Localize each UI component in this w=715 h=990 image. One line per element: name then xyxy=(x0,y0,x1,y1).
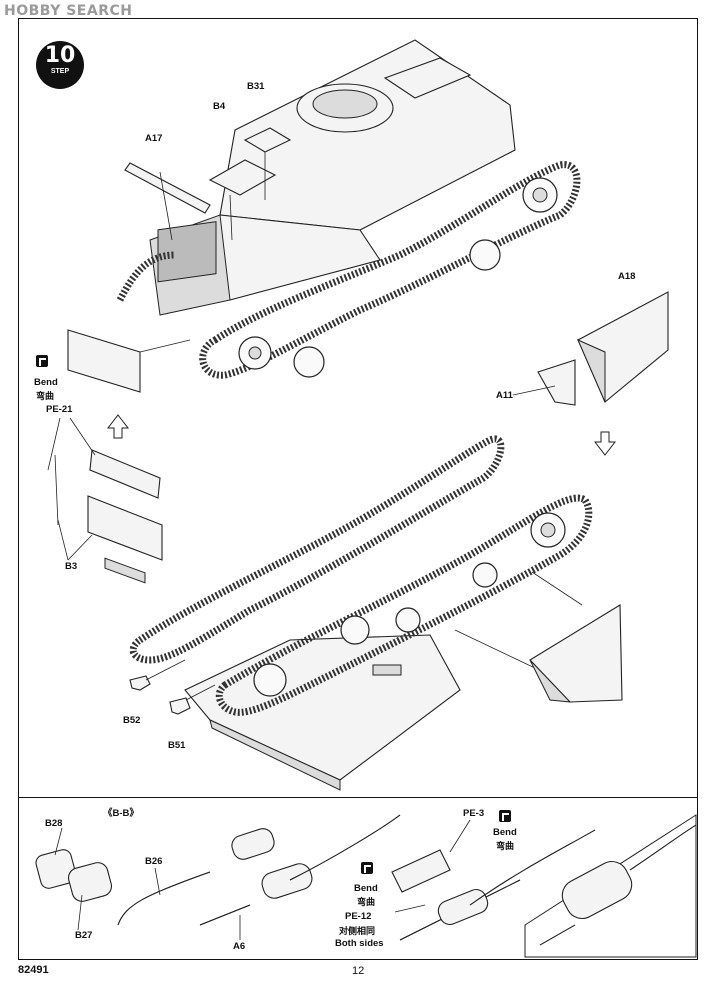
label-a11: A11 xyxy=(496,390,513,401)
label-bend-cn-right: 弯曲 xyxy=(496,841,515,851)
down-arrow xyxy=(593,431,617,456)
product-code: 82491 xyxy=(18,964,49,976)
label-bend-cn: 弯曲 xyxy=(36,391,55,401)
label-b26: B26 xyxy=(145,856,163,867)
bend-icon-mid xyxy=(361,862,373,874)
upper-hull-drawing xyxy=(124,39,516,316)
upper-track-drawing xyxy=(116,161,581,379)
step-number: 10 xyxy=(44,43,76,68)
label-both-sides-cn: 对侧相同 xyxy=(339,926,376,936)
page-number: 12 xyxy=(352,965,365,977)
label-b31: B31 xyxy=(247,81,265,92)
label-a6: A6 xyxy=(233,941,246,952)
b51-clip xyxy=(169,697,191,715)
label-section-bb: 《B-B》 xyxy=(103,808,139,819)
label-pe21: PE-21 xyxy=(46,404,73,415)
bend-icon xyxy=(36,355,48,367)
label-b3: B3 xyxy=(65,561,78,572)
label-b28: B28 xyxy=(45,818,63,829)
label-b27: B27 xyxy=(75,930,93,941)
front-plate-part xyxy=(67,329,141,393)
section-divider xyxy=(18,797,698,798)
instruction-frame xyxy=(18,18,698,960)
label-b4: B4 xyxy=(213,101,226,112)
label-bend-en-mid: Bend xyxy=(354,883,378,894)
label-b52: B52 xyxy=(123,715,141,726)
detail-panel-drawing xyxy=(35,814,596,941)
label-bend-en: Bend xyxy=(34,377,58,388)
b52-clip xyxy=(129,675,151,691)
up-arrow xyxy=(106,414,130,439)
lower-hull-drawing xyxy=(129,435,593,791)
label-a17: A17 xyxy=(145,133,163,144)
inset-detail xyxy=(524,814,697,958)
label-bend-en-right: Bend xyxy=(493,827,517,838)
label-a18: A18 xyxy=(618,271,636,282)
a18-a11-parts xyxy=(512,291,669,406)
step-badge: 10 STEP xyxy=(36,41,84,89)
hobby-search-watermark: HOBBY SEARCH xyxy=(4,3,133,19)
label-pe12: PE-12 xyxy=(345,911,372,922)
pe21-b3-parts xyxy=(47,417,163,584)
label-b51: B51 xyxy=(168,740,186,751)
step-word: STEP xyxy=(50,68,70,75)
label-pe3: PE-3 xyxy=(463,808,485,819)
label-bend-cn-mid: 弯曲 xyxy=(357,897,376,907)
label-both-sides-en: Both sides xyxy=(335,938,384,949)
bend-icon-right xyxy=(499,810,511,822)
